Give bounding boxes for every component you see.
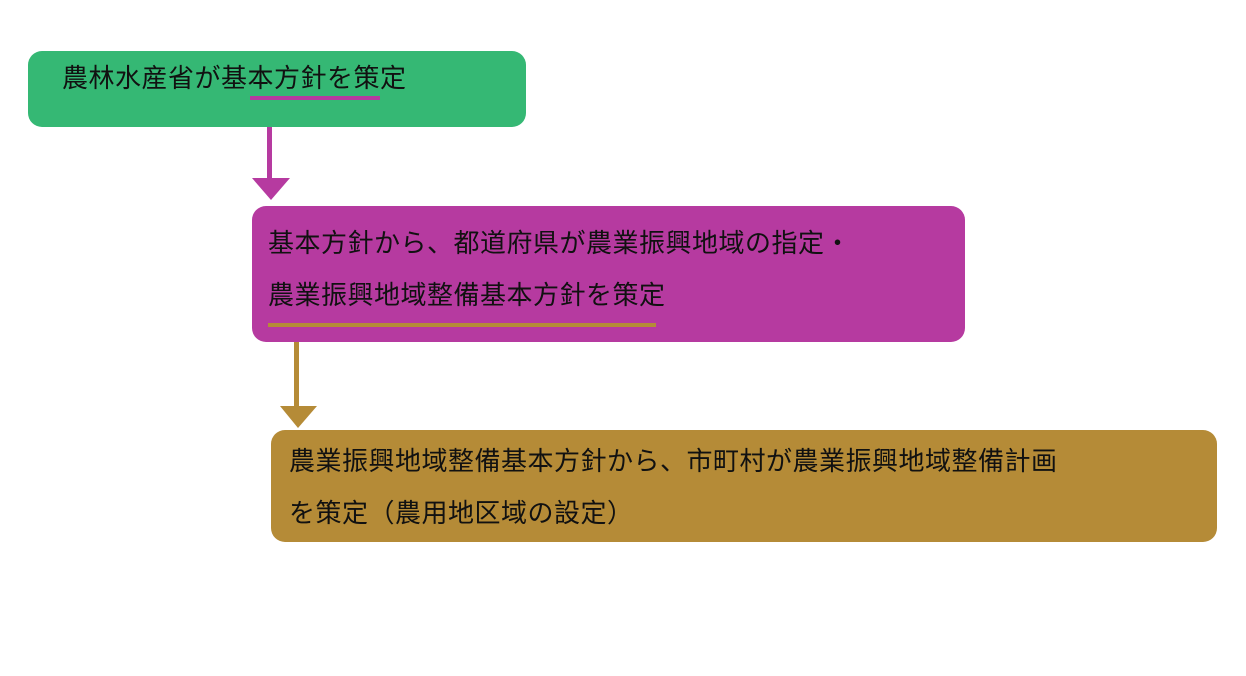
step-box-municipality: 農業振興地域整備基本方針から、市町村が農業振興地域整備計画 を策定（農用地区域の…: [271, 430, 1217, 542]
underline-basic-policy: [250, 96, 380, 100]
underline-basic-policy-prefecture: [268, 323, 656, 327]
step-2-text-line-2: 農業振興地域整備基本方針を策定: [268, 281, 666, 311]
step-3-text-line-1: 農業振興地域整備基本方針から、市町村が農業振興地域整備計画: [289, 447, 1058, 477]
arrow-step2-to-step3: [280, 326, 317, 428]
step-box-prefecture: 基本方針から、都道府県が農業振興地域の指定・ 農業振興地域整備基本方針を策定: [252, 206, 965, 342]
step-2-text-line-1: 基本方針から、都道府県が農業振興地域の指定・: [268, 229, 852, 259]
step-box-ministry: 農林水産省が基本方針を策定: [28, 51, 526, 127]
arrow-step1-to-step2: [252, 97, 290, 200]
step-3-text-line-2: を策定（農用地区域の設定）: [289, 499, 634, 529]
step-1-text: 農林水産省が基本方針を策定: [62, 64, 407, 94]
